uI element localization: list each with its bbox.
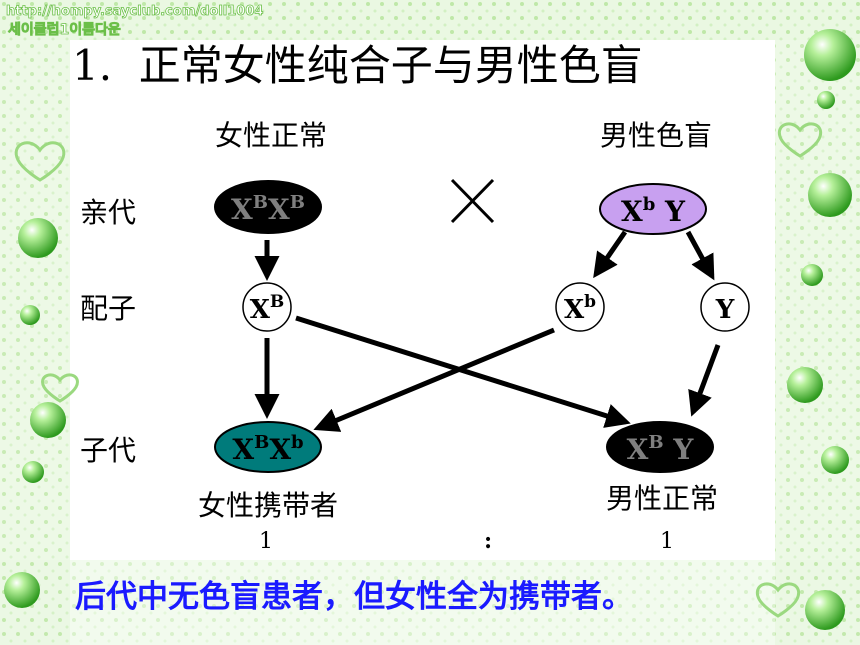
label-child-male: 男性正常 bbox=[606, 482, 718, 515]
svg-text:Y: Y bbox=[715, 295, 735, 325]
bubble-icon bbox=[805, 590, 845, 630]
watermark-url: http://hompy.sayclub.com/doll1004 bbox=[6, 4, 263, 19]
ratio-right: 1 bbox=[660, 529, 674, 554]
gamete-XB: XB bbox=[242, 282, 292, 332]
svg-text:XBXb: XBXb bbox=[232, 432, 303, 466]
genotype-son: XB Y bbox=[606, 421, 714, 473]
conclusion-text: 后代中无色盲患者，但女性全为携带者。 bbox=[75, 579, 633, 615]
inheritance-arrows bbox=[254, 230, 721, 432]
gamete-Y: Y bbox=[700, 282, 750, 332]
gamete-Xb: Xb bbox=[555, 282, 605, 332]
bubble-icon bbox=[808, 173, 852, 217]
bubble-icon bbox=[22, 461, 44, 483]
row-label-offspring: 子代 bbox=[80, 434, 136, 467]
ratio-separator: : bbox=[484, 528, 492, 554]
genotype-father: Xb Y bbox=[599, 183, 707, 235]
bubble-icon bbox=[18, 218, 58, 258]
page-title: 1. 正常女性纯合子与男性色盲 bbox=[72, 41, 643, 90]
bubble-icon bbox=[787, 367, 823, 403]
watermark-subtitle: 세이클럽1이름다운 bbox=[8, 21, 121, 38]
genotype-mother: XBXB bbox=[214, 180, 322, 234]
arrow-father-to-Xb bbox=[593, 230, 628, 279]
cross-icon bbox=[450, 178, 495, 224]
ratio-left: 1 bbox=[259, 529, 273, 554]
arrow-Xb-to-daughter bbox=[313, 327, 555, 432]
arrow-father-to-Y bbox=[685, 230, 715, 281]
svg-text:Xb Y: Xb Y bbox=[621, 194, 686, 228]
svg-text:XB Y: XB Y bbox=[627, 432, 695, 466]
svg-text:XBXB: XBXB bbox=[231, 192, 305, 226]
row-label-gamete: 配子 bbox=[80, 292, 136, 325]
label-child-female: 女性携带者 bbox=[198, 489, 338, 522]
bubble-icon bbox=[30, 402, 66, 438]
label-male-colorblind: 男性色盲 bbox=[600, 119, 712, 152]
genotype-daughter: XBXb bbox=[214, 421, 322, 473]
svg-text:Xb: Xb bbox=[564, 292, 596, 325]
svg-text:XB: XB bbox=[250, 292, 285, 325]
bubble-icon bbox=[817, 91, 835, 109]
bubble-icon bbox=[804, 29, 856, 81]
bubble-icon bbox=[4, 572, 40, 608]
arrow-Y-to-son bbox=[688, 344, 721, 417]
label-female-normal: 女性正常 bbox=[215, 119, 327, 152]
row-label-parent: 亲代 bbox=[80, 196, 136, 229]
bubble-icon bbox=[821, 446, 849, 474]
bubble-icon bbox=[801, 264, 823, 286]
bubble-icon bbox=[20, 305, 40, 325]
